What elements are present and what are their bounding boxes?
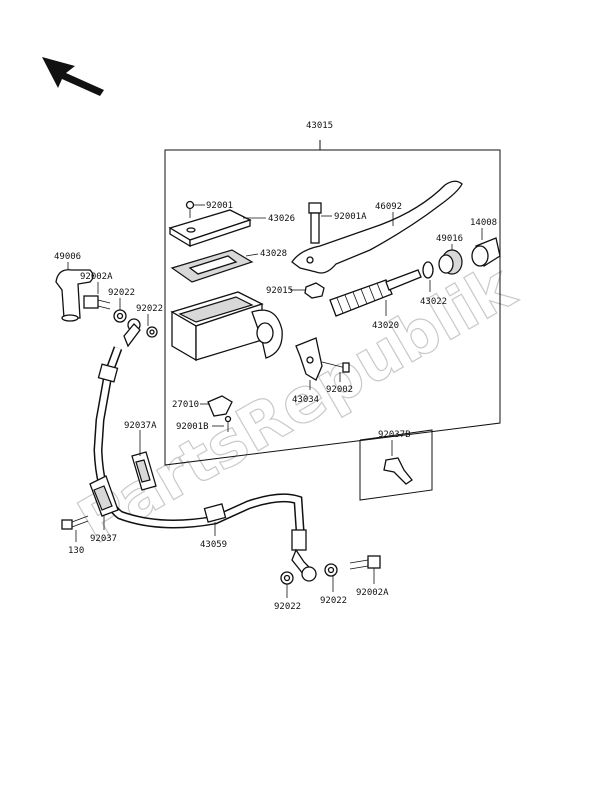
nut-92015 [304,282,325,299]
washer-92022-b [146,326,158,338]
label-14008: 14008 [470,218,497,228]
label-92037: 92037 [90,534,117,544]
label-43059: 43059 [200,540,227,550]
screw-92001 [185,200,195,218]
label-49016: 49016 [436,234,463,244]
piston-assembly [329,269,422,317]
master-cylinder-assembly-frame [164,140,501,466]
label-92022-c: 92022 [274,602,301,612]
label-27010: 27010 [172,400,199,410]
label-43026: 43026 [268,214,295,224]
label-92022-d: 92022 [320,596,347,606]
brake-lever [291,180,463,274]
direction-arrow-icon [42,57,104,96]
banjo-cover-49006 [55,269,94,322]
diaphragm [170,249,254,283]
label-49006: 49006 [54,252,81,262]
banjo-bolt-92002A-top [83,295,111,310]
clamp-43034 [295,337,323,381]
label-92037B: 92037B [378,430,411,440]
label-43034: 43034 [292,395,319,405]
label-92001A: 92001A [334,212,367,222]
washer-92022-a [113,309,127,323]
boot-49016 [438,249,463,275]
dust-seal [422,261,434,279]
screw-92001B [224,415,232,432]
reservoir-cap [168,209,252,248]
label-92001: 92001 [206,201,233,211]
washer-92022-c [280,571,294,585]
banjo-bolt-92002A-bottom [349,555,381,570]
label-92001B: 92001B [176,422,209,432]
label-43015: 43015 [306,121,333,131]
bolt-92002 [321,361,350,373]
label-43020: 43020 [372,321,399,331]
leader-lines [67,204,483,598]
label-92002: 92002 [326,385,353,395]
clamp-92037 [89,475,119,517]
clamp-92037A [131,451,157,491]
label-43028: 43028 [260,249,287,259]
label-92022-a: 92022 [108,288,135,298]
pivot-bolt [308,202,322,244]
part-labels: 43015 92001 43026 43028 92001A 46092 140… [54,121,497,612]
master-cylinder-body [170,291,283,362]
cover-14008 [471,237,501,267]
label-43022: 43022 [420,297,447,307]
label-92037A: 92037A [124,421,157,431]
switch-27010 [207,395,233,417]
label-46092: 46092 [375,202,402,212]
label-92015: 92015 [266,286,293,296]
label-130: 130 [68,546,84,556]
washer-92022-d [324,563,338,577]
banjo-fitting-bottom [291,548,317,582]
clamp-92037B-inset [359,429,433,501]
label-92002A-bottom: 92002A [356,588,389,598]
banjo-fitting-top [123,318,141,348]
brake-hose [93,346,307,551]
label-92022-b: 92022 [136,304,163,314]
label-92002A-top: 92002A [80,272,113,282]
bolt-130 [61,515,89,530]
